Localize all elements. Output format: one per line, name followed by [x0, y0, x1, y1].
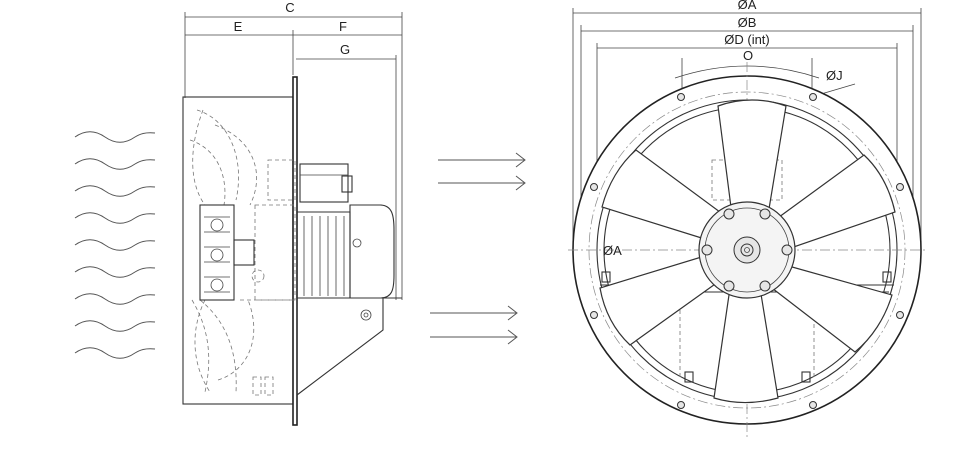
impeller-blades [599, 99, 896, 404]
hub-bolt [701, 244, 713, 256]
flange-hole [896, 183, 904, 191]
side-view: C E F G [74, 0, 526, 426]
side-bracket [252, 297, 402, 396]
impeller-hub [698, 201, 796, 299]
dim-label-g: G [340, 42, 350, 57]
fan-blade [601, 149, 725, 241]
side-hub [199, 204, 255, 301]
flange-hole [809, 401, 817, 409]
dim-label-phi-d: ØD (int) [724, 32, 770, 47]
hub-bolt [759, 208, 771, 220]
flange-holes [590, 93, 904, 409]
incoming-air-waves [74, 131, 156, 359]
dim-label-phi-j: ØJ [826, 68, 843, 83]
side-blades [189, 109, 257, 393]
dim-label-phi-b: ØB [738, 15, 757, 30]
fan-blade [774, 154, 896, 251]
hub-bolt [759, 280, 771, 292]
flange-hole [590, 311, 598, 319]
mounting-flange [292, 76, 298, 426]
dim-label-o: O [743, 48, 753, 63]
dim-label-phi-a-inner: ØA [603, 243, 622, 258]
flange-hole [677, 93, 685, 101]
dim-label-e: E [234, 19, 243, 34]
hub-bolt [723, 208, 735, 220]
dim-label-c: C [285, 0, 294, 15]
flange-hole [809, 93, 817, 101]
side-motor [297, 163, 395, 299]
fan-blade [717, 99, 787, 216]
side-motor-hidden [240, 159, 296, 301]
flange-hole [590, 183, 598, 191]
dim-label-phi-a: ØA [738, 0, 757, 12]
fan-blade [599, 254, 719, 346]
hub-bolt [781, 244, 793, 256]
dim-label-f: F [339, 19, 347, 34]
fan-blade [767, 264, 893, 353]
flange-hole [896, 311, 904, 319]
front-view: ØA ØB ØD (int) O ØJ [568, 0, 926, 438]
flange-hole [677, 401, 685, 409]
outgoing-air-arrows [430, 152, 526, 345]
hub-bolt [723, 280, 735, 292]
fan-blade [713, 287, 779, 404]
